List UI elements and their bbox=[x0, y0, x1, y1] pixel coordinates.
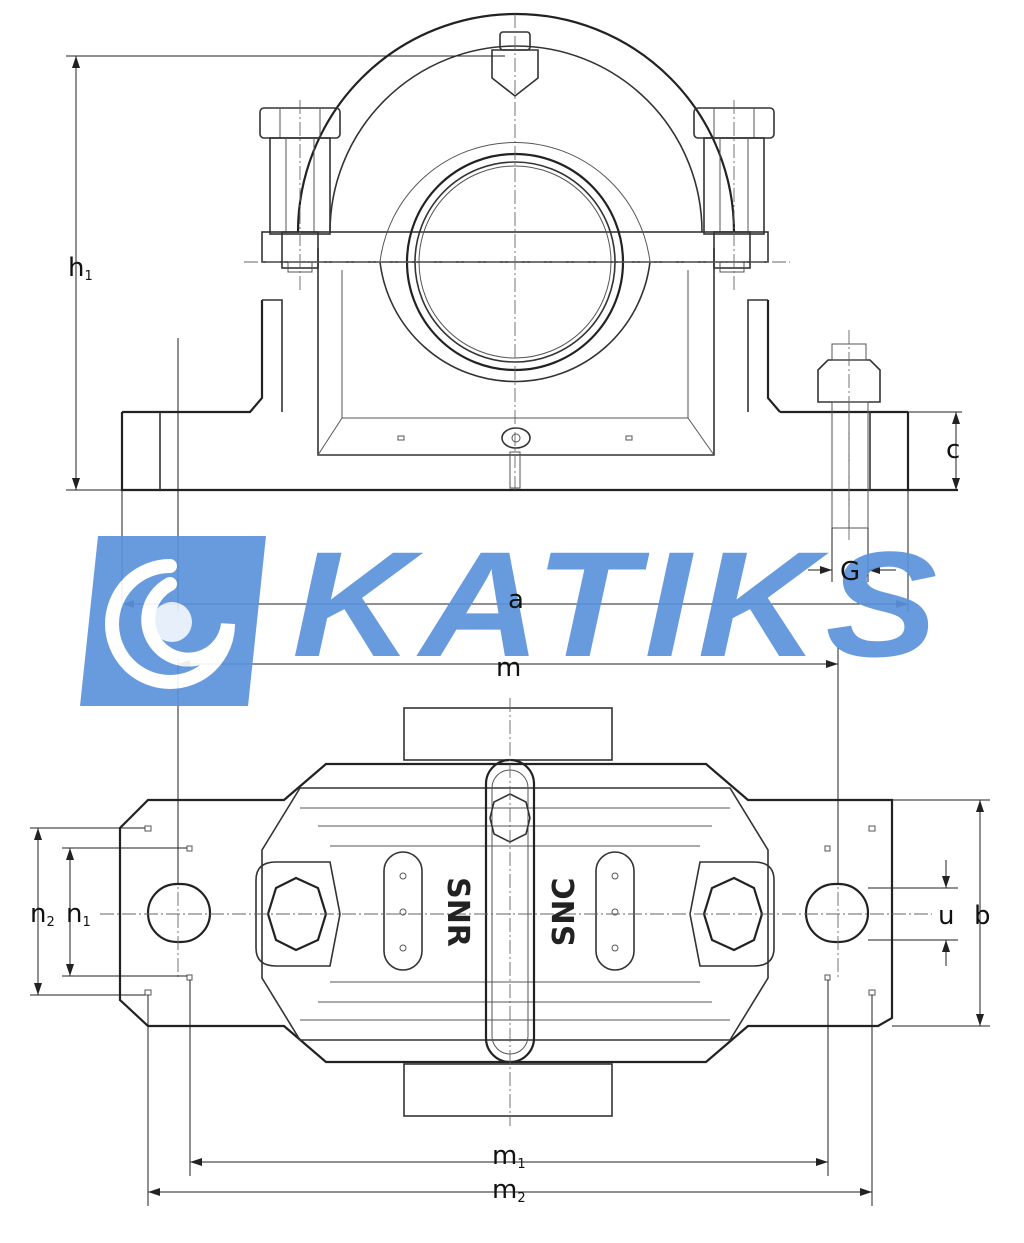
label-b: b bbox=[974, 901, 991, 931]
top-view bbox=[30, 646, 990, 1206]
label-h1: h1 bbox=[68, 253, 93, 284]
dimension-lines bbox=[34, 56, 984, 1196]
label-c: c bbox=[946, 435, 960, 465]
label-a: a bbox=[508, 585, 524, 615]
watermark: KATIKS bbox=[80, 520, 944, 706]
label-m1: m1 bbox=[492, 1141, 526, 1172]
label-n2: n2 bbox=[30, 899, 55, 930]
label-G: G bbox=[840, 557, 860, 587]
label-m2: m2 bbox=[492, 1175, 526, 1206]
housing-marking-left: SNR bbox=[440, 877, 475, 947]
watermark-logo-swirl bbox=[105, 559, 235, 689]
label-n1: n1 bbox=[66, 899, 91, 930]
watermark-text: KATIKS bbox=[292, 520, 944, 688]
label-u: u bbox=[938, 901, 954, 931]
label-m: m bbox=[496, 653, 521, 683]
housing-marking-right: SNC bbox=[547, 878, 582, 947]
